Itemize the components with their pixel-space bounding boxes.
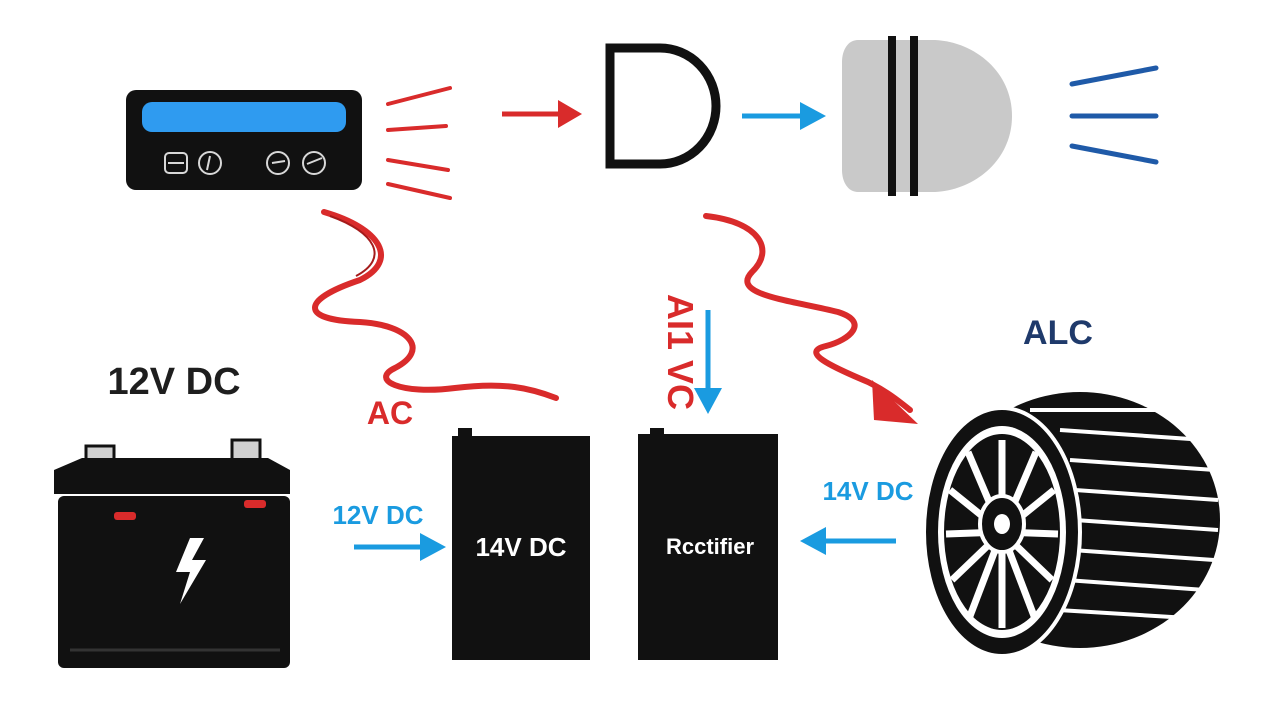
input-voltage-label: 12V DC [332,500,423,530]
arrow-blue-down [694,310,722,414]
ac-wave-right [703,213,918,424]
rectifier-box: Rcctifier [638,428,778,660]
rectifier-box-label: Rcctifier [666,534,754,559]
regulator-box-label: 14V DC [475,532,566,562]
alternator-label: ALC [1023,314,1093,352]
battery-voltage-label: 12V DC [107,361,240,403]
headlight-bulb-icon [842,36,1012,196]
control-panel-icon [126,90,362,190]
car-battery-icon [54,438,290,668]
arrow-blue-from-alternator [800,527,896,555]
lightning-bolt-icon [176,538,206,604]
panel-button [164,152,188,174]
signal-lines-red [386,86,452,200]
panel-knob [266,151,290,175]
alternator-icon [922,392,1220,658]
arrow-blue-to-box [354,533,446,561]
panel-knob [198,151,222,175]
arrow-red-to-diode [502,100,582,128]
regulator-box: 14V DC [452,428,590,660]
diode-d-icon [605,43,721,169]
panel-knob [302,151,326,175]
output-voltage-label: 14V DC [822,476,913,506]
display-screen [142,102,346,132]
ac-rotated-label: AI1 VC [660,294,701,410]
ac-label: AC [367,395,413,431]
ac-wave-left [312,209,559,401]
light-rays [1069,65,1159,165]
arrow-blue-to-bulb [742,102,826,130]
